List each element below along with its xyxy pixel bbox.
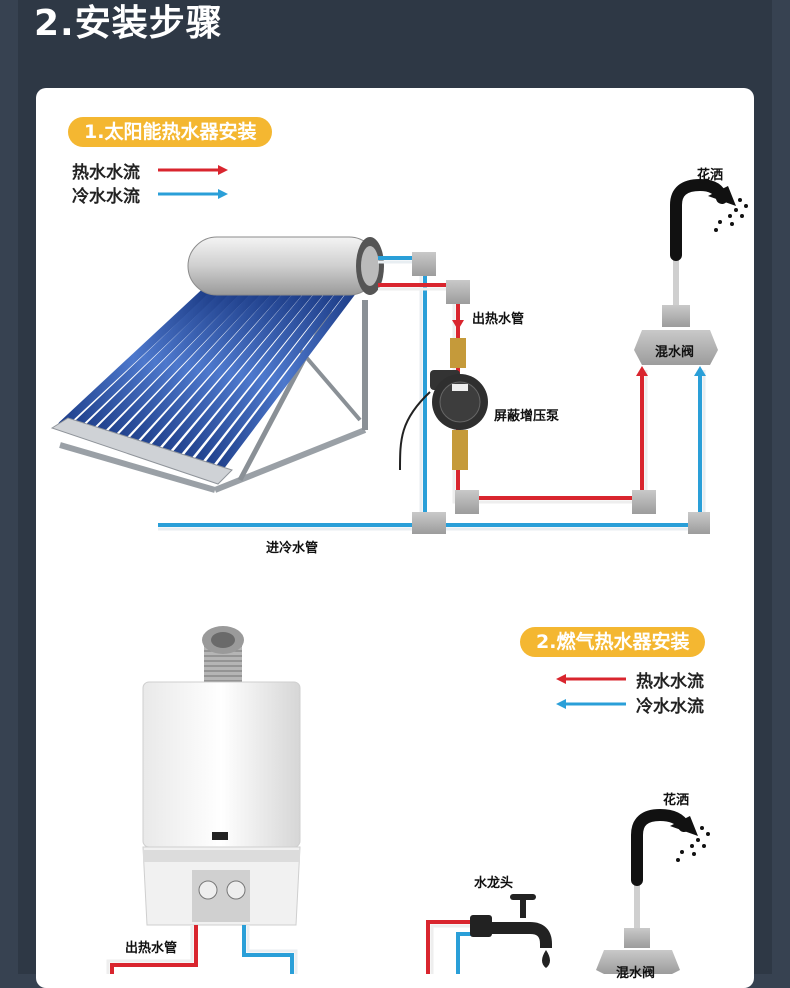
cold-inlet-label: 进冷水管 — [266, 537, 318, 556]
legend2-hot-arrow — [556, 674, 626, 684]
legend-hot-arrow — [158, 165, 228, 175]
faucet-icon — [470, 894, 550, 968]
shower-label: 花洒 — [697, 164, 723, 183]
section2-badge: 2.燃气热水器安装 — [520, 627, 705, 657]
section1-badge: 1.太阳能热水器安装 — [68, 117, 272, 147]
legend-hot-label: 热水水流 — [72, 158, 140, 183]
shower-2-label: 花洒 — [663, 789, 689, 808]
hot-outlet-2-label: 出热水管 — [125, 937, 177, 956]
mixing-valve-2-label: 混水阀 — [616, 962, 655, 981]
booster-pump — [400, 338, 488, 470]
mixing-valve-label: 混水阀 — [655, 341, 694, 360]
pump-label: 屏蔽增压泵 — [494, 405, 559, 424]
legend-cold-arrow — [158, 189, 228, 199]
hot-outlet-label: 出热水管 — [472, 308, 524, 327]
shower-2-icon — [637, 815, 710, 880]
legend-cold-label: 冷水水流 — [72, 182, 140, 207]
gas-water-heater — [143, 626, 300, 925]
solar-water-heater — [52, 237, 384, 490]
legend2-cold-label: 冷水水流 — [636, 692, 704, 717]
legend2-hot-label: 热水水流 — [636, 667, 704, 692]
legend2-cold-arrow — [556, 699, 626, 709]
shower-icon — [676, 185, 748, 255]
faucet-label: 水龙头 — [474, 872, 513, 891]
